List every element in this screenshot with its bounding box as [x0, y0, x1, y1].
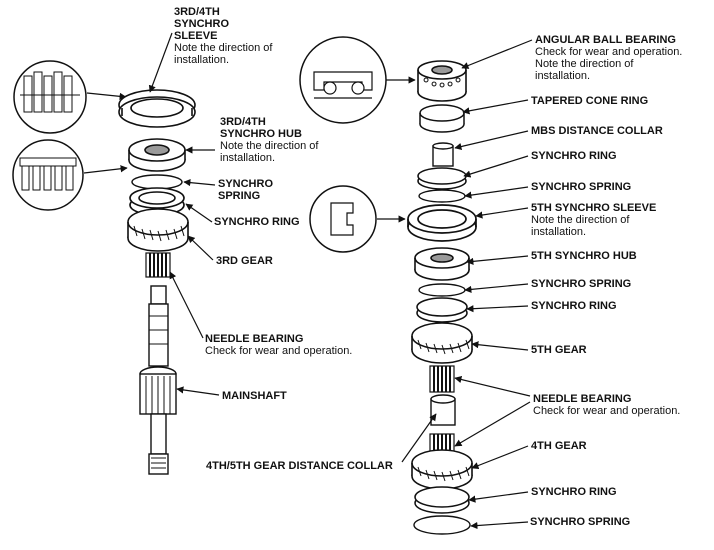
needle-bearing-right-upper	[429, 365, 455, 393]
label-title-line: SYNCHRO	[218, 178, 274, 190]
label-synchro-ring-r3: SYNCHRO RING	[531, 486, 617, 498]
bearing-detail-circle	[299, 36, 387, 124]
label-tapered-cone-ring: TAPERED CONE RING	[531, 95, 648, 107]
label-title-line: 3RD GEAR	[216, 255, 273, 267]
label-note-line: Note the direction of	[531, 214, 630, 226]
label-title-line: SYNCHRO RING	[531, 486, 617, 498]
label-title-line: 3RD/4TH	[220, 116, 266, 128]
label-title-line: NEEDLE BEARING	[205, 333, 304, 345]
label-note-line: Note the direction of	[174, 42, 273, 54]
gear-4th	[411, 449, 473, 490]
label-5th-gear: 5TH GEAR	[531, 344, 587, 356]
needle-bearing-left	[145, 252, 171, 278]
label-note-line: installation.	[531, 226, 587, 238]
label-4th-gear: 4TH GEAR	[531, 440, 587, 452]
label-4th-5th-gear-distance-collar: 4TH/5TH GEAR DISTANCE COLLAR	[206, 460, 393, 472]
label-title-line: MAINSHAFT	[222, 390, 287, 402]
label-note-line: Check for wear and operation.	[205, 345, 353, 357]
label-5th-synchro-sleeve: 5TH SYNCHRO SLEEVE Note the direction of…	[531, 202, 656, 238]
label-note-line: installation.	[220, 152, 276, 164]
label-title-line: 3RD/4TH	[174, 6, 220, 18]
synchro-ring-r2	[416, 297, 468, 323]
label-note-line: Note the direction of	[535, 58, 634, 70]
left-shaft-stack	[118, 89, 196, 475]
label-synchro-spring-r3: SYNCHRO SPRING	[530, 516, 630, 528]
label-3rd-4th-synchro-hub: 3RD/4TH SYNCHRO HUB Note the direction o…	[220, 116, 318, 164]
label-3rd-4th-synchro-sleeve: 3RD/4TH SYNCHRO SLEEVE Note the directio…	[174, 6, 272, 66]
label-synchro-spring-r2: SYNCHRO SPRING	[531, 278, 631, 290]
label-note-line: installation.	[535, 70, 591, 82]
label-title-line: 5TH SYNCHRO HUB	[531, 250, 637, 262]
mainshaft-body	[139, 285, 177, 475]
synchro-spring-r2	[418, 283, 466, 297]
label-title-line: SLEEVE	[174, 30, 218, 42]
synchro-ring-r1	[417, 167, 467, 190]
label-title-line: 4TH/5TH GEAR DISTANCE COLLAR	[206, 460, 393, 472]
label-mbs-distance-collar: MBS DISTANCE COLLAR	[531, 125, 663, 137]
label-title-line: SPRING	[218, 190, 261, 202]
label-title-line: ANGULAR BALL BEARING	[535, 34, 676, 46]
label-synchro-spring-left: SYNCHRO SPRING	[218, 178, 273, 202]
label-title-line: SYNCHRO	[174, 18, 230, 30]
label-title-line: SYNCHRO SPRING	[530, 516, 631, 528]
synchro-spring-r1	[418, 189, 466, 203]
label-title-line: SYNCHRO RING	[531, 300, 617, 312]
label-note-line: Check for wear and operation.	[535, 46, 683, 58]
tapered-cone-ring	[419, 104, 465, 133]
label-title-line: SYNCHRO RING	[214, 216, 300, 228]
hub-34	[128, 138, 186, 172]
label-title-line: TAPERED CONE RING	[531, 95, 649, 107]
label-synchro-ring-r1: SYNCHRO RING	[531, 150, 617, 162]
label-note-line: Note the direction of	[220, 140, 319, 152]
sleeve-5th-detail-circle	[309, 185, 377, 253]
label-note-line: Check for wear and operation.	[533, 405, 681, 417]
gear-5th	[411, 322, 473, 364]
sleeve-34	[118, 89, 196, 128]
label-needle-bearing-right: NEEDLE BEARING Check for wear and operat…	[533, 393, 680, 417]
hub-detail-circle	[12, 139, 84, 211]
label-3rd-gear: 3RD GEAR	[216, 255, 273, 267]
label-synchro-ring-left: SYNCHRO RING	[214, 216, 300, 228]
gear-3rd	[127, 208, 189, 252]
angular-ball-bearing	[417, 60, 467, 102]
label-title-line: SYNCHRO RING	[531, 150, 617, 162]
sleeve-detail-circle	[13, 60, 87, 134]
label-title-line: SYNCHRO HUB	[220, 128, 302, 140]
right-shaft-stack	[407, 60, 477, 535]
synchro-ring-r3	[414, 486, 470, 514]
label-title-line: 4TH GEAR	[531, 440, 587, 452]
label-5th-synchro-hub: 5TH SYNCHRO HUB	[531, 250, 637, 262]
distance-collar-45-part	[430, 394, 456, 426]
label-title-line: 5TH SYNCHRO SLEEVE	[531, 202, 657, 214]
mbs-distance-collar	[432, 142, 454, 167]
spring-left	[131, 174, 183, 190]
label-angular-ball-bearing: ANGULAR BALL BEARING Check for wear and …	[535, 34, 682, 82]
hub-5th	[414, 247, 470, 281]
label-title-line: SYNCHRO SPRING	[531, 278, 632, 290]
label-title-line: MBS DISTANCE COLLAR	[531, 125, 663, 137]
label-mainshaft: MAINSHAFT	[222, 390, 287, 402]
label-synchro-spring-r1: SYNCHRO SPRING	[531, 181, 631, 193]
sleeve-5th	[407, 204, 477, 242]
label-title-line: NEEDLE BEARING	[533, 393, 632, 405]
label-title-line: 5TH GEAR	[531, 344, 587, 356]
synchro-spring-r3	[413, 515, 471, 535]
label-synchro-ring-r2: SYNCHRO RING	[531, 300, 617, 312]
label-needle-bearing-left: NEEDLE BEARING Check for wear and operat…	[205, 333, 352, 357]
label-title-line: SYNCHRO SPRING	[531, 181, 632, 193]
label-note-line: installation.	[174, 54, 230, 66]
